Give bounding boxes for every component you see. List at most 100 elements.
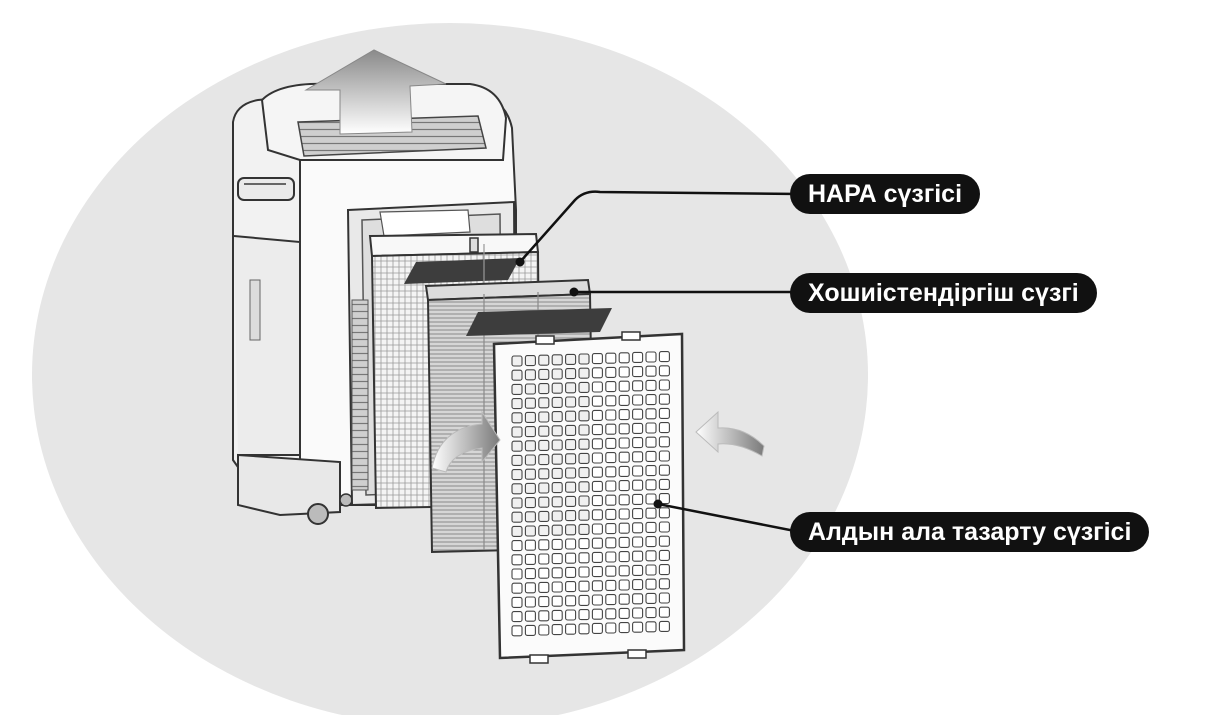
pre-filter-cell <box>658 564 670 576</box>
pre-filter-cell <box>591 424 603 436</box>
pre-filter-cell <box>565 524 577 536</box>
pre-filter-cell <box>605 508 617 520</box>
pre-filter-cell <box>511 454 523 466</box>
pre-filter-cell <box>658 507 670 519</box>
pre-filter-cell <box>578 438 590 450</box>
pre-filter-cell <box>551 411 563 423</box>
pre-filter-cell <box>565 623 577 635</box>
pre-filter-cell <box>591 622 603 634</box>
pre-filter-cell <box>645 564 657 576</box>
pre-filter-cell <box>658 592 670 604</box>
deodorizing-leader-dot <box>569 287 579 297</box>
pre-filter-cell <box>618 579 630 591</box>
pre-filter-cell <box>591 608 603 620</box>
pre-filter-cell <box>551 482 563 494</box>
pre-filter-cell <box>511 554 523 566</box>
pre-filter-cell <box>658 521 670 533</box>
pre-filter-cell <box>632 493 644 505</box>
pre-filter-cell <box>524 596 536 608</box>
pre-filter-cell <box>618 366 630 378</box>
pre-filter-cell <box>538 581 550 593</box>
pre-filter-cell <box>511 369 523 381</box>
pre-filter-cell <box>578 353 590 365</box>
pre-filter-cell <box>658 478 670 490</box>
pre-filter-cell <box>591 495 603 507</box>
pre-filter-cell <box>565 595 577 607</box>
pre-filter-cell <box>658 450 670 462</box>
pre-filter-cell <box>618 409 630 421</box>
pre-filter-cell <box>565 396 577 408</box>
pre-filter-cell <box>605 579 617 591</box>
pre-filter-cell <box>524 525 536 537</box>
pre-filter-cell <box>565 467 577 479</box>
pre-filter-cell <box>578 467 590 479</box>
pre-filter <box>492 331 686 664</box>
deodorizing-filter-label: Хошиістендіргіш сүзгі <box>790 273 1097 313</box>
pre-filter-cell <box>605 466 617 478</box>
pre-filter-cell <box>565 609 577 621</box>
pre-filter-cell <box>632 479 644 491</box>
pre-filter-cell <box>605 565 617 577</box>
pre-filter-cell <box>511 412 523 424</box>
pre-filter-cell <box>578 509 590 521</box>
pre-filter-cell <box>632 437 644 449</box>
pre-filter-cell <box>658 549 670 561</box>
pre-filter-cell <box>605 551 617 563</box>
pre-filter-cell <box>645 536 657 548</box>
pre-filter-cell <box>591 395 603 407</box>
pre-filter-cell <box>551 368 563 380</box>
pre-filter-cell <box>538 397 550 409</box>
pre-filter-cell <box>632 522 644 534</box>
pre-filter-cell <box>658 493 670 505</box>
pre-filter-cell <box>591 367 603 379</box>
pre-filter-cell <box>605 452 617 464</box>
pre-filter-cell <box>524 383 536 395</box>
pre-filter-cell <box>565 510 577 522</box>
pre-filter-cell <box>565 495 577 507</box>
pre-filter-cell <box>578 495 590 507</box>
pre-filter-cell <box>591 509 603 521</box>
pre-filter-cell <box>565 410 577 422</box>
pre-filter-cell <box>551 467 563 479</box>
pre-filter-cell <box>632 607 644 619</box>
pre-filter-cell <box>524 440 536 452</box>
pre-filter-cell <box>618 437 630 449</box>
pre-filter-label: Алдын ала тазарту сүзгісі <box>790 512 1150 552</box>
pre-filter-cell <box>578 481 590 493</box>
pre-filter-cell <box>538 411 550 423</box>
pre-filter-cell <box>551 524 563 536</box>
pre-filter-cell <box>632 550 644 562</box>
insert-arrow-left <box>431 410 501 473</box>
pre-filter-cell <box>551 453 563 465</box>
pre-filter-cell <box>524 397 536 409</box>
pre-filter-cell <box>511 525 523 537</box>
pre-filter-cell <box>511 426 523 438</box>
pre-filter-cell <box>565 353 577 365</box>
pre-filter-cell <box>511 469 523 481</box>
pre-filter-cell <box>538 510 550 522</box>
pre-filter-cell <box>618 508 630 520</box>
pre-filter-cell <box>551 425 563 437</box>
pre-filter-cell <box>538 354 550 366</box>
pre-filter-cell <box>645 507 657 519</box>
pre-filter-cell <box>511 511 523 523</box>
pre-filter-cell <box>565 453 577 465</box>
pre-filter-cell <box>605 409 617 421</box>
pre-filter-cell <box>578 623 590 635</box>
pre-filter-cell <box>524 582 536 594</box>
pre-filter-cell <box>578 552 590 564</box>
pre-filter-cell <box>618 593 630 605</box>
pre-filter-cell <box>645 394 657 406</box>
pre-filter-cell <box>645 422 657 434</box>
pre-filter-cell <box>565 382 577 394</box>
pre-filter-cell <box>658 436 670 448</box>
pre-filter-cell <box>551 382 563 394</box>
pre-filter-cell <box>605 622 617 634</box>
pre-filter-cell <box>658 379 670 391</box>
pre-filter-cell <box>565 552 577 564</box>
pre-filter-cell <box>605 537 617 549</box>
pre-filter-cell <box>591 551 603 563</box>
pre-filter-cell <box>524 553 536 565</box>
pre-filter-cell <box>658 464 670 476</box>
